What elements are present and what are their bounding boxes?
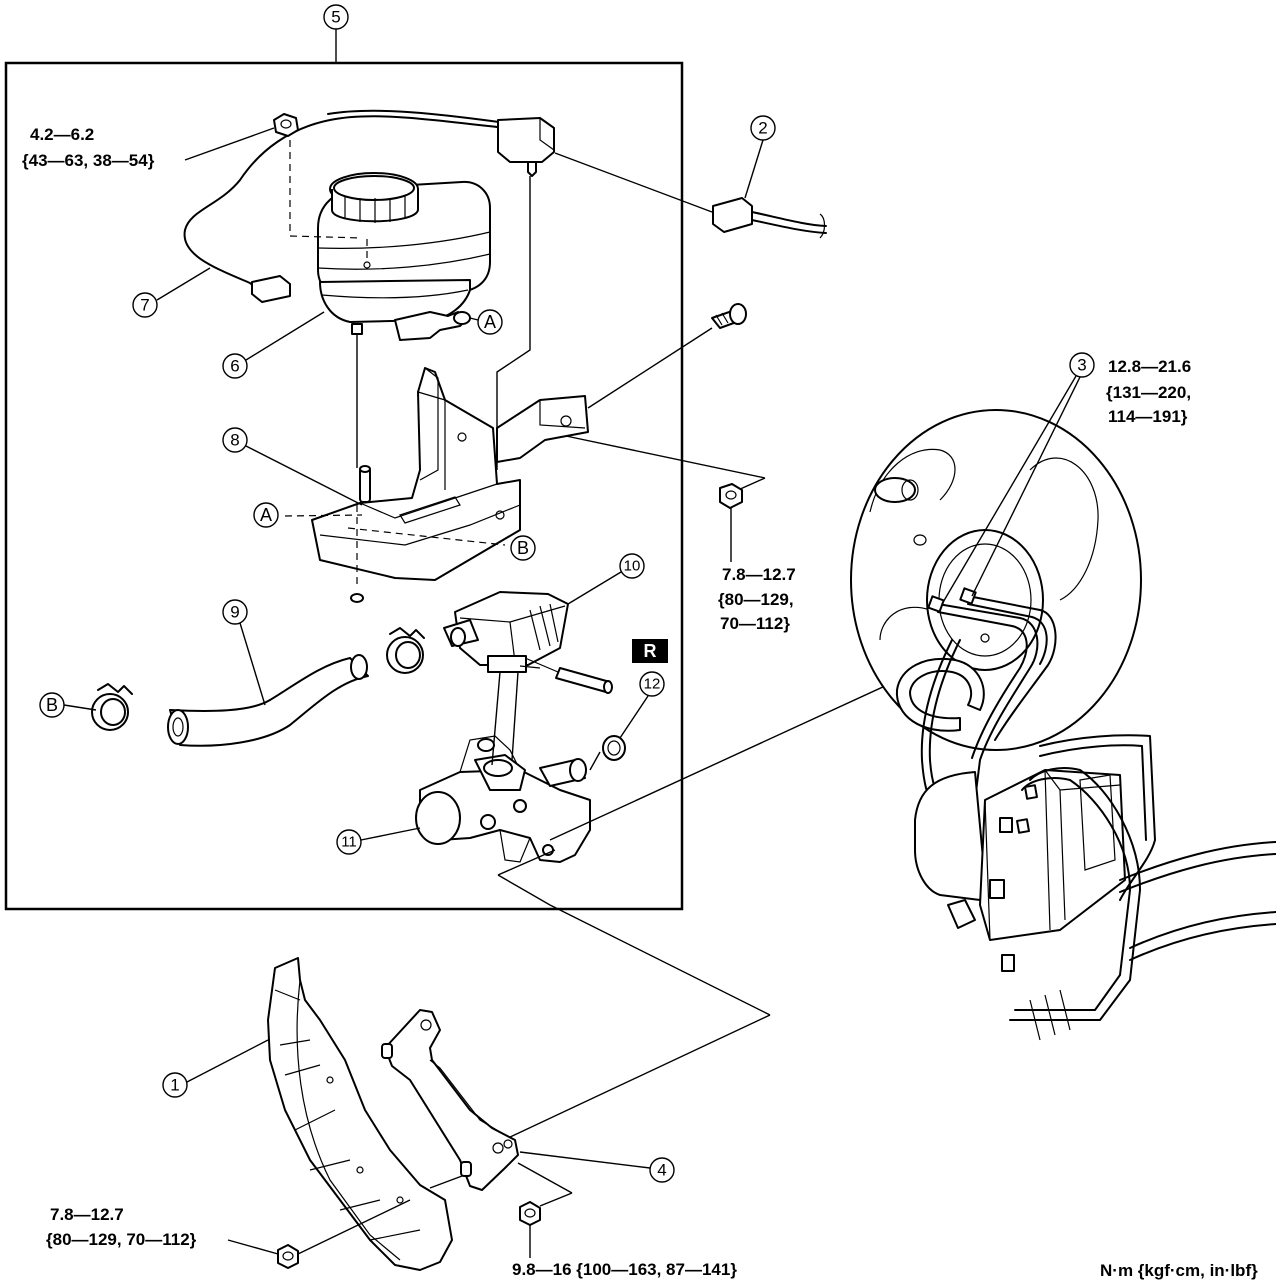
pedal-bracket-nut (519, 1201, 541, 1226)
callout-1: 1 (170, 1076, 179, 1095)
callout-11: 11 (341, 834, 357, 851)
r-marker (632, 639, 668, 663)
callout-6: 6 (230, 357, 239, 376)
callout-10: 10 (624, 558, 641, 575)
torque-units: N·m {kgf·cm, in·lbf} (1100, 1261, 1258, 1280)
torque-booster-line3: 114—191} (1108, 407, 1188, 426)
cover-nut (277, 1244, 299, 1269)
fluid-level-sensor-harness (183, 109, 827, 303)
torque-booster-line1: 12.8—21.6 (1108, 357, 1191, 376)
ref-letter-a-top: A (484, 312, 496, 332)
torque-cover-nut-line1: 7.8—12.7 (50, 1205, 124, 1224)
clutch-master-cylinder (415, 735, 591, 863)
torque-booster-line2: {131—220, (1106, 383, 1191, 402)
reservoir-hose (167, 654, 369, 747)
o-ring (602, 735, 626, 761)
callout-9: 9 (230, 603, 239, 622)
torque-cover-nut-line2: {80—129, 70—112} (46, 1230, 197, 1249)
brake-lines (920, 587, 1057, 813)
callout-3: 3 (1077, 356, 1086, 375)
ref-letter-a-bracket: A (260, 505, 272, 525)
torque-bracket-nut-line1: 7.8—12.7 (722, 565, 796, 584)
callout-4: 4 (657, 1161, 666, 1180)
ref-letter-b-clamp: B (46, 695, 58, 715)
torque-bracket-nut-line2: {80—129, (718, 590, 794, 609)
pedal-cover (267, 957, 453, 1271)
hose-clamp-10 (386, 627, 425, 674)
ref-letter-b-bracket: B (517, 538, 529, 558)
retaining-pin (555, 667, 613, 694)
brake-fluid-reservoir (289, 128, 491, 341)
reservoir-bracket (311, 367, 589, 581)
clutch-reservoir-adapter (443, 591, 569, 673)
torque-connector-nut-line1: 4.2—6.2 (30, 125, 94, 144)
torque-pedal-bracket-nut: 9.8—16 {100—163, 87—141} (512, 1260, 737, 1279)
connector-nut (273, 113, 299, 137)
callout-12: 12 (644, 676, 661, 693)
pedal-bracket (381, 1009, 519, 1191)
brake-booster (850, 409, 1142, 751)
callout-8: 8 (230, 431, 239, 450)
mounting-bolt (711, 303, 747, 329)
callout-2: 2 (758, 119, 767, 138)
callout-7: 7 (140, 296, 149, 315)
r-marker-text: R (644, 641, 657, 661)
bracket-nut (719, 483, 743, 509)
callout-5: 5 (331, 8, 340, 27)
hose-clamp-b (91, 683, 133, 731)
torque-bracket-nut-line3: 70—112} (720, 614, 790, 633)
assembly-frame (4, 61, 684, 911)
torque-connector-nut-line2: {43—63, 38—54} (22, 151, 155, 170)
abs-hydraulic-unit (914, 734, 1276, 1041)
